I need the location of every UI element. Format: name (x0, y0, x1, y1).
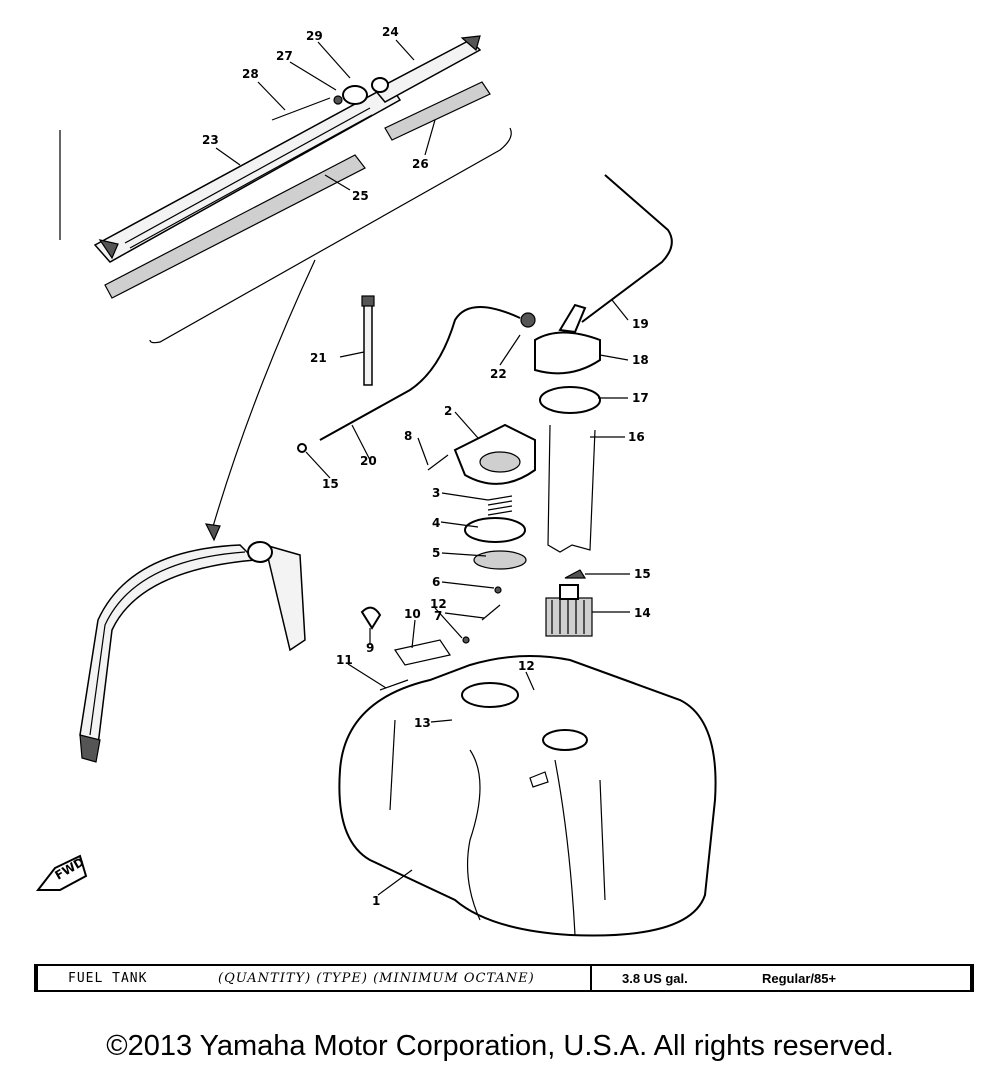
callout-22: 22 (490, 367, 507, 381)
callout-15-right: 15 (634, 567, 651, 581)
fuel-tank-1 (338, 655, 717, 937)
gasket-17 (539, 386, 601, 414)
callout-9: 9 (366, 641, 374, 655)
strap-23 (93, 84, 402, 263)
callout-17: 17 (632, 391, 649, 405)
forward-direction-marker: FWD (35, 854, 88, 891)
leader-lines (215, 39, 630, 896)
callout-1: 1 (372, 894, 380, 908)
callout-18: 18 (632, 353, 649, 367)
screw-11 (379, 679, 409, 691)
spec-type-octane: Regular/85+ (762, 970, 837, 986)
clip-22 (520, 312, 536, 328)
callout-11: 11 (336, 653, 353, 667)
fuel-tank-spec-bar: FUEL TANK (QUANTITY) (TYPE) (MINIMUM OCT… (34, 964, 974, 992)
cap-9 (360, 606, 382, 630)
cap-seat-4 (464, 517, 526, 543)
spring-3 (487, 495, 513, 516)
callout-10: 10 (404, 607, 421, 621)
nut-12 (462, 636, 470, 644)
bolt-28 (271, 97, 331, 121)
spec-divider (590, 964, 592, 992)
rubber-26 (384, 81, 491, 141)
spec-label: FUEL TANK (68, 970, 148, 986)
callout-8: 8 (404, 429, 412, 443)
callout-12b: 12 (518, 659, 535, 673)
inset-leader-line (211, 259, 316, 531)
callout-5: 5 (432, 546, 440, 560)
breather-pipe-19 (581, 174, 673, 323)
callout-21: 21 (310, 351, 327, 365)
cap-2 (453, 423, 536, 485)
callout-25: 25 (352, 189, 369, 203)
gasket-10 (394, 639, 451, 666)
callout-16: 16 (628, 430, 645, 444)
fuel-cap-18 (534, 303, 601, 375)
callout-4: 4 (432, 516, 440, 530)
strap-24 (373, 35, 482, 103)
callout-labels: 1 2 3 4 5 6 7 8 9 10 11 12 12 13 14 15 1… (202, 25, 651, 908)
band-21 (361, 295, 375, 386)
inset-panel-border (59, 127, 512, 344)
callout-26: 26 (412, 157, 429, 171)
callout-24: 24 (382, 25, 399, 39)
callout-6: 6 (432, 575, 440, 589)
clip-15-right (564, 569, 587, 579)
callout-2: 2 (444, 404, 452, 418)
filler-neck-16 (547, 424, 596, 553)
fuel-tank-exploded-diagram: FWD 1 2 3 (35, 25, 717, 937)
rubber-25 (104, 154, 366, 299)
callout-3: 3 (432, 486, 440, 500)
callout-29: 29 (306, 29, 323, 43)
callout-20: 20 (360, 454, 377, 468)
buckle-27 (333, 77, 389, 105)
callout-28: 28 (242, 67, 259, 81)
clip-15-left (297, 443, 307, 453)
callout-12a: 12 (430, 597, 447, 611)
screw-7 (481, 604, 501, 621)
screw-8 (427, 454, 449, 471)
strap-assembly (79, 541, 306, 763)
callout-23: 23 (202, 133, 219, 147)
washer-6 (494, 586, 502, 594)
callout-27: 27 (276, 49, 293, 63)
callout-15-left: 15 (322, 477, 339, 491)
strainer-14 (545, 584, 593, 637)
spec-quantity: 3.8 US gal. (622, 970, 688, 986)
callout-19: 19 (632, 317, 649, 331)
callout-13: 13 (414, 716, 431, 730)
callout-7: 7 (434, 609, 442, 623)
plate-5 (473, 550, 527, 570)
callout-14: 14 (634, 606, 651, 620)
copyright-notice: ©2013 Yamaha Motor Corporation, U.S.A. A… (106, 1030, 894, 1062)
spec-fields: (QUANTITY) (TYPE) (MINIMUM OCTANE) (218, 970, 535, 986)
